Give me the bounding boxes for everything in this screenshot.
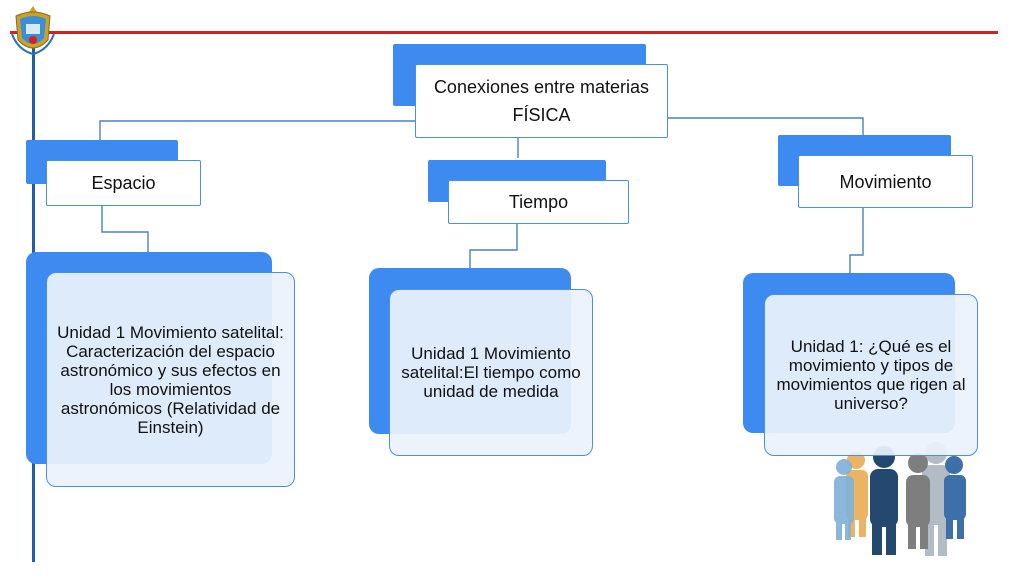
card-tiempo-text: Unidad 1 Movimiento satelital:El tiempo … (401, 344, 581, 401)
root-subject: FÍSICA (512, 105, 571, 125)
branch-espacio-title: Espacio (91, 172, 156, 193)
card-espacio: Unidad 1 Movimiento satelital: Caracteri… (46, 272, 295, 487)
card-espacio-text: Unidad 1 Movimiento satelital: Caracteri… (57, 322, 284, 437)
root-title: Conexiones entre materias (433, 77, 650, 97)
branch-movimiento-title: Movimiento (839, 172, 932, 192)
card-movimiento: Unidad 1: ¿Qué es el movimiento y tipos … (764, 294, 978, 456)
school-crest-icon (11, 6, 55, 56)
branch-movimiento-header: Movimiento (798, 155, 973, 208)
branch-espacio-header: Espacio (46, 160, 201, 206)
root-node: Conexiones entre materias FÍSICA (415, 64, 668, 138)
branch-tiempo-header: Tiempo (448, 180, 629, 224)
top-red-line (10, 31, 998, 34)
card-movimiento-text: Unidad 1: ¿Qué es el movimiento y tipos … (776, 337, 966, 413)
branch-tiempo-title: Tiempo (508, 191, 569, 212)
card-tiempo: Unidad 1 Movimiento satelital:El tiempo … (389, 289, 593, 456)
